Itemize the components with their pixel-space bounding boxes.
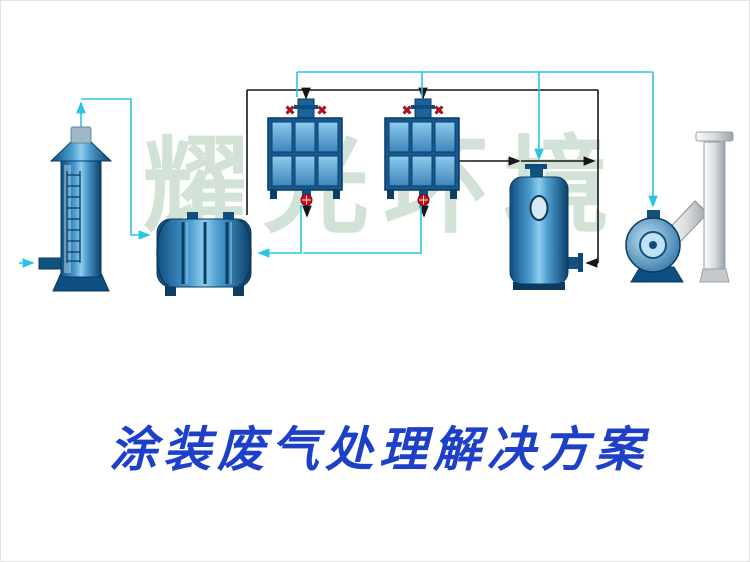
chimney: [695, 131, 734, 283]
settling-tank: [509, 164, 583, 290]
spray-tower: [38, 126, 113, 292]
cyan-pipes: [19, 71, 658, 268]
centrifugal-fan: [625, 200, 709, 283]
uv-filter-box: [156, 212, 252, 296]
diagram-title: 涂装废气处理解决方案: [109, 422, 650, 478]
activated-carbon-box-2: [384, 98, 460, 207]
tower-ladder: [66, 171, 81, 263]
